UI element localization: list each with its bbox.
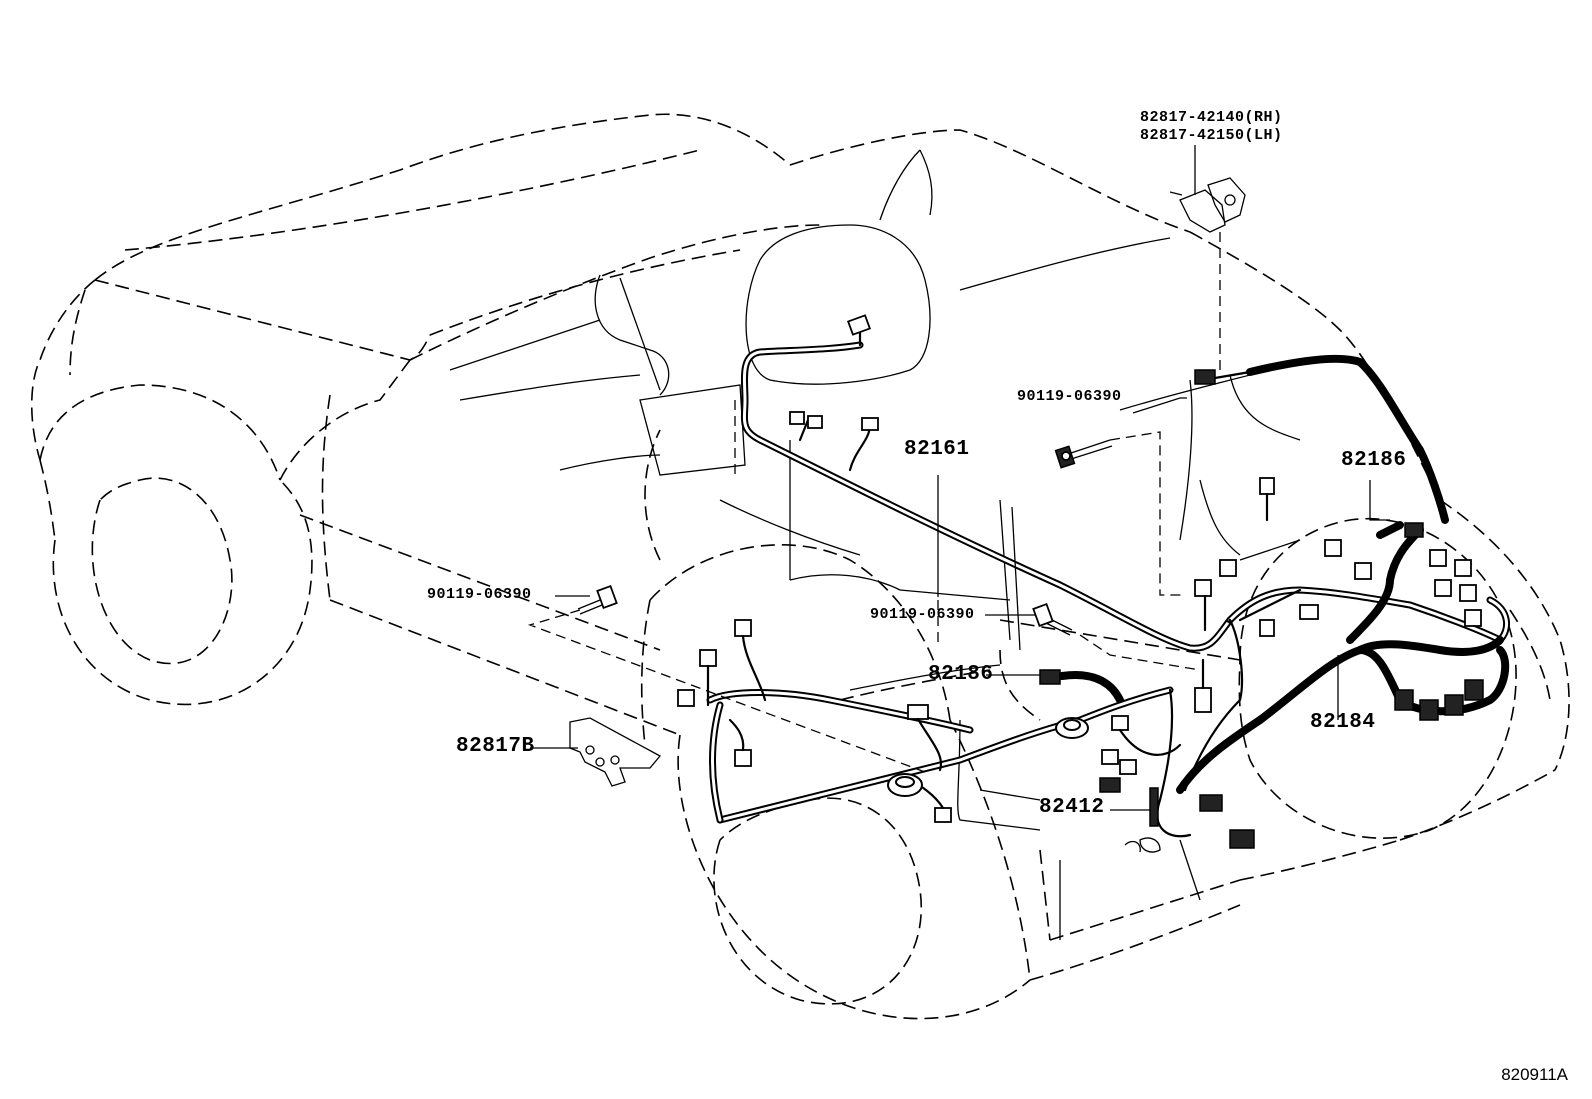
label-harness-82161: 82161 xyxy=(904,438,970,461)
bracket-82817b xyxy=(569,717,662,787)
label-harness-82186-mid: 82186 xyxy=(928,663,994,686)
label-bolt-mid: 90119-06390 xyxy=(870,606,975,623)
figure-code: 820911A xyxy=(1501,1065,1568,1084)
vehicle-body-outline xyxy=(30,113,1570,1020)
grommets xyxy=(887,717,1089,797)
bracket-82817-rh-lh xyxy=(1169,177,1246,233)
label-harness-82186-right: 82186 xyxy=(1341,449,1407,472)
harness-82184[interactable] xyxy=(1176,477,1510,794)
harness-rear-area[interactable] xyxy=(1099,559,1319,849)
bolt-left-icon xyxy=(577,584,618,615)
label-harness-82184: 82184 xyxy=(1310,711,1376,734)
harness-cargo[interactable] xyxy=(1226,586,1511,644)
part-82412 xyxy=(1124,787,1161,853)
label-bracket-82817b: 82817B xyxy=(456,735,535,758)
harness-side[interactable] xyxy=(677,619,1174,824)
harness-82161[interactable] xyxy=(740,314,1234,652)
bolt-mid-icon xyxy=(1032,602,1073,636)
label-harness-82412: 82412 xyxy=(1039,796,1105,819)
vehicle-interior-lines xyxy=(449,149,1301,940)
label-bracket-lh: 82817-42150(LH) xyxy=(1140,127,1283,144)
bolt-top-icon xyxy=(1054,439,1113,469)
label-bolt-top: 90119-06390 xyxy=(1017,388,1122,405)
harness-82186-upper[interactable] xyxy=(1194,354,1449,524)
label-bolt-left: 90119-06390 xyxy=(427,586,532,603)
label-bracket-rh: 82817-42140(RH) xyxy=(1140,109,1283,126)
leader-lines xyxy=(527,145,1390,811)
harness-82186-mid[interactable] xyxy=(1039,669,1124,704)
